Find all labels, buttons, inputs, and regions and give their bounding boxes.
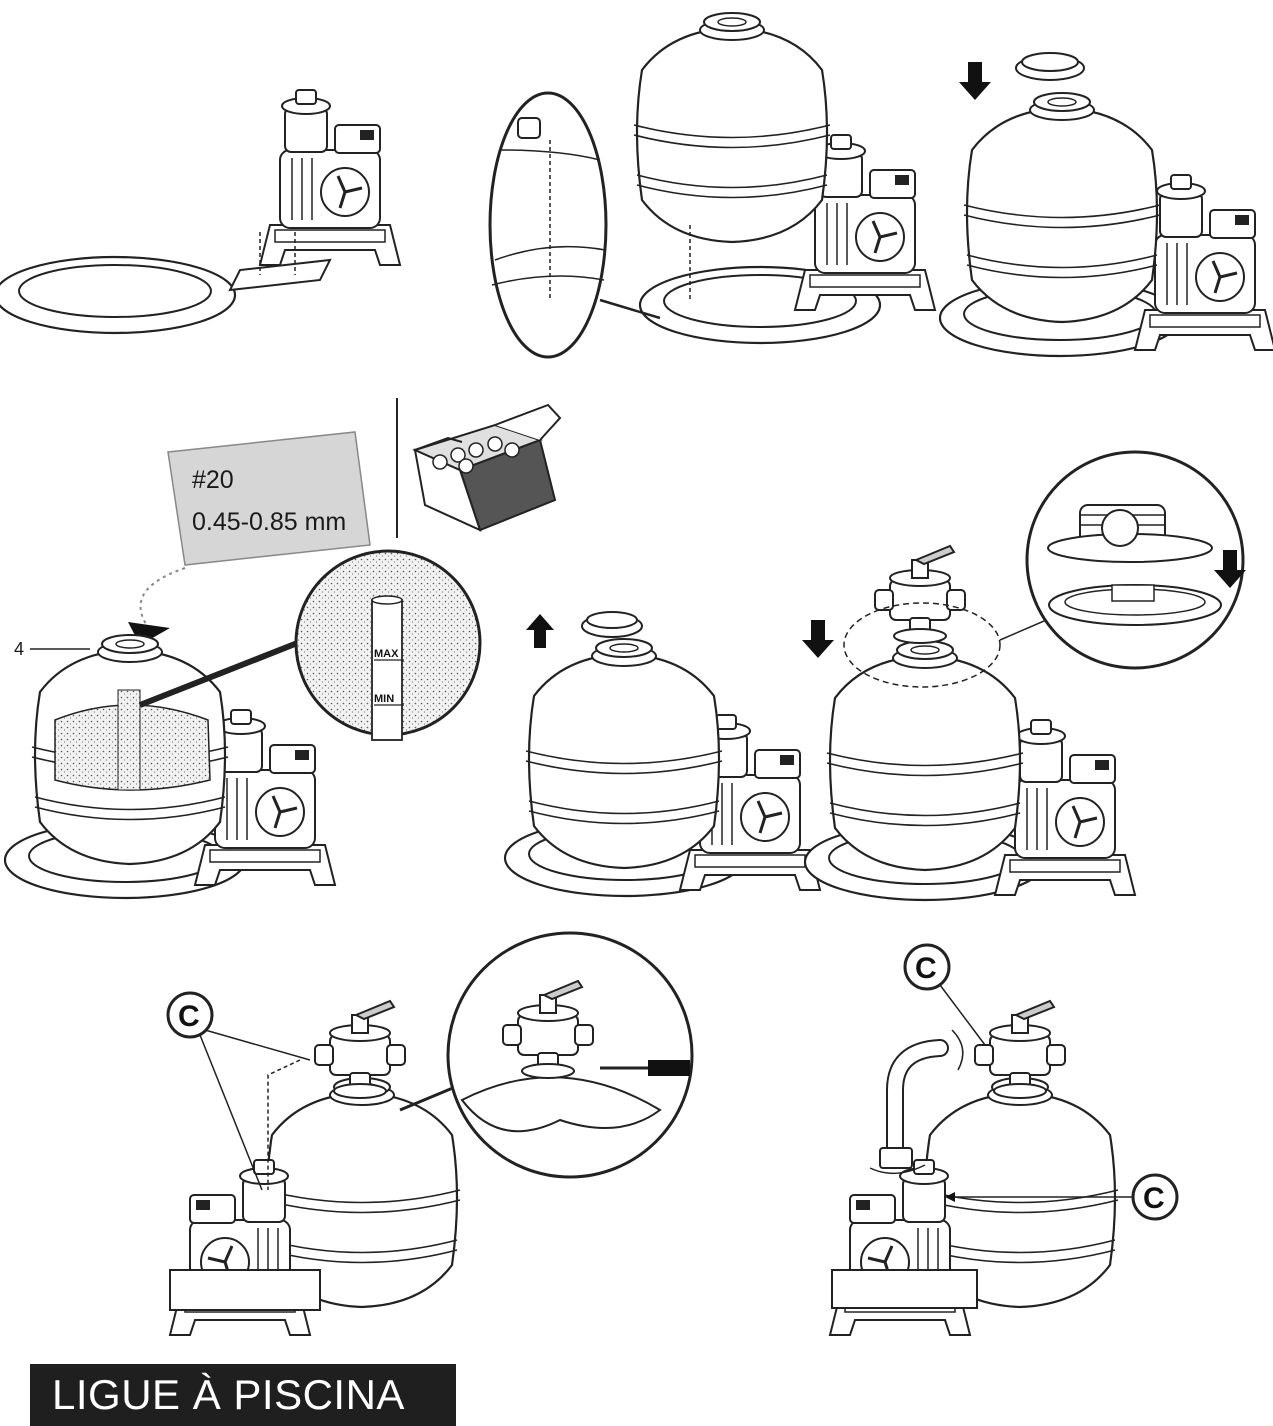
section-title-banner: LIGUE À PISCINA <box>30 1364 456 1426</box>
sand-grade-label: #20 <box>192 466 234 494</box>
sand-size-label: 0.45-0.85 mm <box>192 508 346 536</box>
step-4-add-sand: #20 0.45-0.85 mm 4 <box>3 398 562 900</box>
arrow-up-icon <box>526 614 554 648</box>
step-2-tank-on-base <box>488 11 937 359</box>
arrow-down-icon <box>959 62 991 100</box>
sand-bag <box>167 431 371 566</box>
callout-c-label: C <box>915 952 937 985</box>
step-1-pump-on-base <box>0 88 402 335</box>
arrow-down-icon <box>802 620 834 658</box>
part-number-label: 4 <box>14 639 24 659</box>
detail-magnifier-drain <box>488 91 608 359</box>
glass-media-box <box>412 403 562 532</box>
step-5-remove-lateral-cap <box>503 611 822 898</box>
callout-c-label: C <box>178 1000 200 1033</box>
callout-c-label: C <box>1143 1182 1165 1215</box>
gauge-min-label: MIN <box>374 693 394 705</box>
step-3-insert-lateral <box>938 52 1273 358</box>
step-6-mount-valve <box>802 450 1246 902</box>
gauge-max-label: MAX <box>374 648 399 660</box>
step-7-connect-valve-to-pump: C <box>166 931 694 1337</box>
callout-c-circle <box>903 943 951 991</box>
callout-c-circle <box>166 991 214 1039</box>
step-8-connect-hoses: C C <box>828 943 1179 1337</box>
